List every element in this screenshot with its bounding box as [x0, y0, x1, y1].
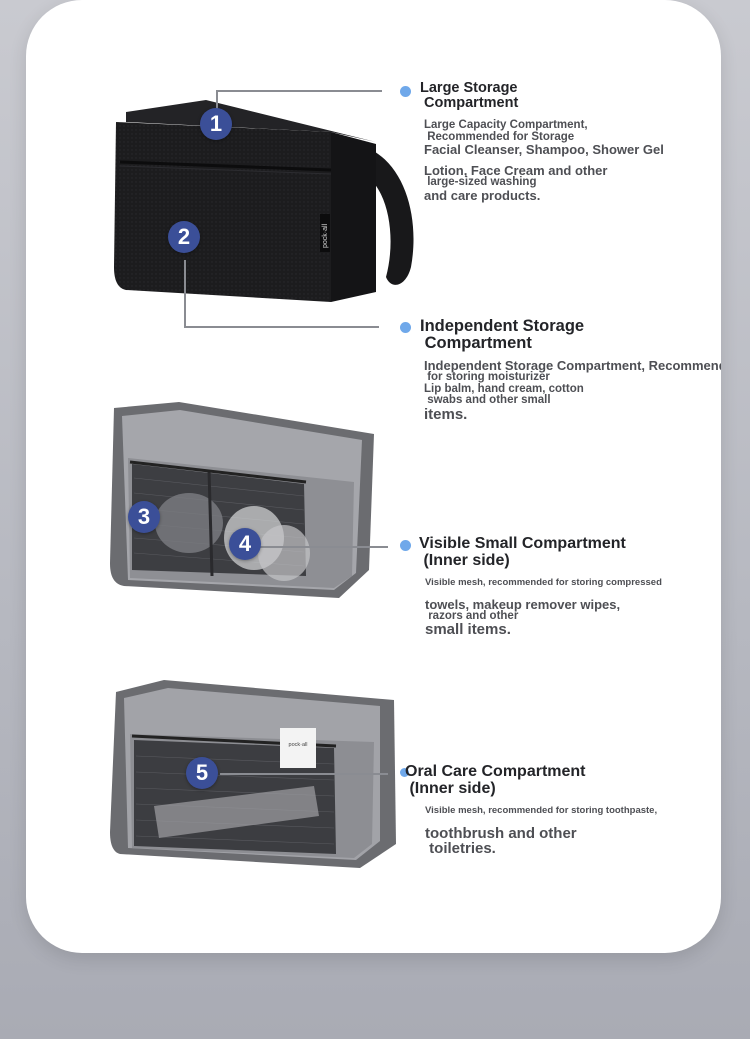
feature-2-desc-line-3: Lip balm, hand cream, cotton	[424, 382, 584, 395]
feature-1-desc-line-1: Large Capacity Compartment,	[424, 119, 588, 131]
badge-1: 1	[200, 108, 232, 140]
feature-2-desc: Independent Storage Compartment, Recomme…	[424, 359, 721, 422]
feature-2-desc-line-4: swabs and other small	[424, 394, 551, 406]
bullet-dot-4	[400, 768, 409, 777]
leader-line-2-horizontal	[184, 326, 379, 328]
label-tag-text: pock·all	[289, 742, 308, 748]
feature-1-title-line-1: Large Storage	[420, 80, 518, 96]
product-card: pock·all pock·all	[26, 0, 721, 953]
feature-2-title: Independent Storage Compartment	[420, 317, 585, 353]
leader-line-1-vertical	[216, 90, 218, 124]
feature-2-desc-line-1: Independent Storage Compartment, Recomme…	[424, 358, 721, 373]
feature-1-title-line-2: Compartment	[420, 95, 519, 112]
feature-1-desc-line-6: and care products.	[424, 187, 541, 203]
leader-line-1-horizontal	[216, 90, 382, 92]
feature-3-desc-line-1: Visible mesh, recommended for storing co…	[425, 577, 662, 588]
feature-3-title: Visible Small Compartment (Inner side)	[419, 535, 626, 570]
leader-line-5	[220, 773, 388, 775]
leader-line-4	[260, 546, 388, 548]
feature-1-desc: Large Capacity Compartment, Recommended …	[424, 119, 664, 203]
badge-2: 2	[168, 221, 200, 253]
feature-3-desc-line-4: small items.	[425, 621, 511, 638]
feature-2-title-line-2: Compartment	[420, 334, 532, 353]
feature-3-desc-line-3: razors and other	[425, 609, 519, 622]
bullet-dot-2	[400, 322, 411, 333]
feature-4-desc-line-1: Visible mesh, recommended for storing to…	[425, 805, 658, 816]
feature-3-title-line-1: Visible Small Compartment	[419, 535, 626, 552]
feature-1-title: Large Storage Compartment	[420, 80, 519, 112]
feature-2-desc-line-2: for storing moisturizer	[424, 371, 550, 383]
badge-3: 3	[128, 501, 160, 533]
feature-4-title-line-1: Oral Care Compartment	[405, 763, 586, 780]
feature-3-desc: Visible mesh, recommended for storing co…	[425, 578, 662, 637]
feature-1-desc-line-5: large-sized washing	[424, 176, 537, 188]
leader-line-2-vertical	[184, 260, 186, 327]
badge-5: 5	[186, 757, 218, 789]
grey-bag-mesh-image: pock·all	[110, 680, 396, 868]
bullet-dot-1	[400, 86, 411, 97]
feature-4-desc: Visible mesh, recommended for storing to…	[425, 806, 657, 856]
feature-4-desc-line-3: toiletries.	[425, 839, 496, 857]
feature-1-desc-line-4: Lotion, Face Cream and other	[424, 163, 608, 178]
feature-2-title-line-1: Independent Storage	[420, 317, 585, 335]
feature-1-desc-line-3: Facial Cleanser, Shampoo, Shower Gel	[424, 142, 664, 157]
black-bag-image: pock·all	[114, 100, 414, 302]
feature-4-title: Oral Care Compartment (Inner side)	[405, 763, 586, 798]
feature-2-desc-line-5: items.	[424, 405, 468, 423]
grey-bag-open-image	[110, 402, 374, 598]
badge-4: 4	[229, 528, 261, 560]
feature-3-title-line-2: (Inner side)	[419, 551, 510, 569]
feature-4-title-line-2: (Inner side)	[405, 779, 496, 797]
brand-tag: pock·all	[322, 223, 329, 248]
feature-4-desc-line-2: toothbrush and other	[425, 824, 577, 842]
feature-1-desc-line-2: Recommended for Storage	[424, 130, 575, 143]
bullet-dot-3	[400, 540, 411, 551]
feature-3-desc-line-2: towels, makeup remover wipes,	[425, 596, 621, 612]
